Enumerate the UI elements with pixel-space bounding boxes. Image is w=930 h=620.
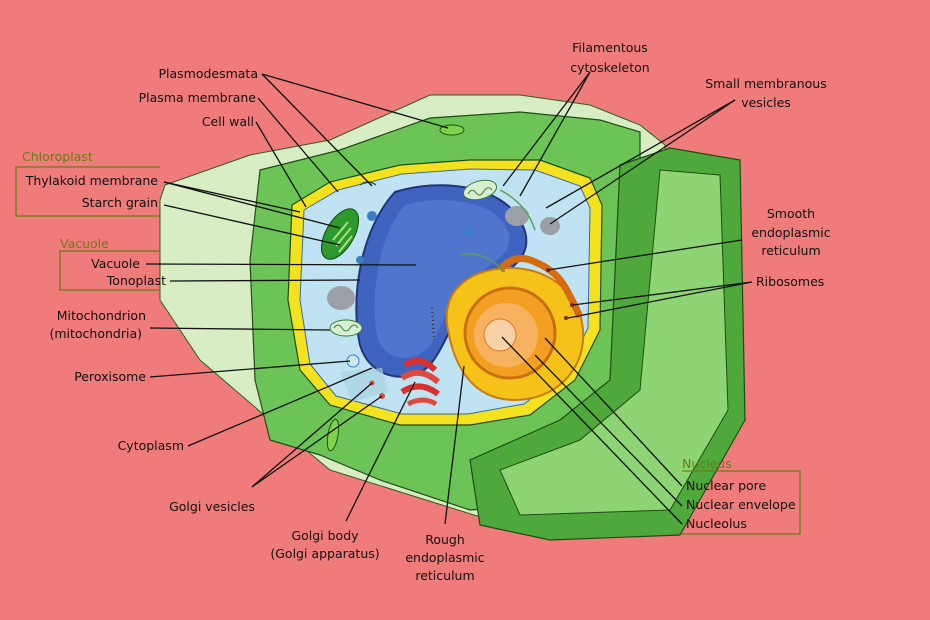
label-cytoskeleton-1: Filamentous — [572, 40, 648, 55]
ribosome — [564, 316, 568, 320]
label-golgi-apparatus: (Golgi apparatus) — [270, 546, 379, 561]
label-rough-er-2: endoplasmic — [405, 550, 484, 565]
mitochondrion — [329, 319, 363, 337]
label-plasmodesmata: Plasmodesmata — [158, 66, 258, 81]
label-smooth-er-1: Smooth — [767, 206, 815, 221]
smooth-er — [497, 254, 584, 319]
label-smooth-er-3: reticulum — [761, 243, 820, 258]
mitochondrion-top — [462, 179, 498, 201]
label-cell-wall: Cell wall — [202, 114, 254, 129]
nucleus-bracket — [682, 470, 801, 535]
label-thylakoid-membrane: Thylakoid membrane — [25, 173, 159, 188]
small-vesicle — [367, 211, 377, 221]
ribosome-dots — [431, 307, 435, 341]
small-vesicle — [356, 256, 364, 264]
mitochondrion-cristae — [333, 324, 359, 332]
cytoskeleton-filament — [459, 253, 506, 273]
label-vacuole: Vacuole — [91, 256, 140, 271]
grey-vesicle-2 — [327, 286, 355, 310]
mitochondrion-top-cristae — [467, 187, 493, 196]
chloroplast — [320, 208, 360, 260]
vacuole-bracket — [59, 250, 160, 291]
label-nucleolus: Nucleolus — [686, 516, 747, 531]
label-smooth-er-2: endoplasmic — [751, 225, 830, 240]
golgi-body — [400, 358, 440, 407]
label-ribosomes: Ribosomes — [756, 274, 824, 289]
label-chloroplast-group: Chloroplast — [22, 149, 93, 164]
label-small-vesicles-2: vesicles — [741, 95, 791, 110]
label-golgi-vesicles: Golgi vesicles — [169, 499, 255, 514]
vacuole-highlight — [374, 200, 510, 358]
label-starch-grain: Starch grain — [82, 195, 158, 210]
label-rough-er-3: reticulum — [415, 568, 474, 583]
label-vacuole-group: Vacuole — [60, 236, 109, 251]
label-cytoskeleton-2: cytoskeleton — [570, 60, 649, 75]
small-vesicle — [464, 226, 474, 236]
label-rough-er-1: Rough — [425, 532, 465, 547]
label-nuclear-envelope: Nuclear envelope — [686, 497, 796, 512]
chloroplast-bracket — [15, 166, 160, 217]
cell-wall-side-face — [499, 169, 729, 516]
cytoskeleton-filament — [499, 189, 536, 231]
label-nucleus-group: Nucleus — [682, 456, 732, 471]
label-tonoplast: Tonoplast — [106, 273, 166, 288]
label-mitochondrion: Mitochondrion — [57, 308, 146, 323]
label-mitochondria: (mitochondria) — [49, 326, 142, 341]
thylakoid-stack — [332, 221, 353, 253]
grey-vesicle-3 — [540, 217, 560, 235]
label-small-vesicles-1: Small membranous — [705, 76, 826, 91]
ribosome — [570, 303, 574, 307]
grey-vesicle-1 — [505, 206, 529, 226]
label-nuclear-pore: Nuclear pore — [686, 478, 767, 493]
label-plasma-membrane: Plasma membrane — [139, 90, 257, 105]
leader-lines — [145, 71, 753, 525]
label-cytoplasm: Cytoplasm — [118, 438, 184, 453]
label-peroxisome: Peroxisome — [74, 369, 146, 384]
label-golgi-body: Golgi body — [291, 528, 359, 543]
